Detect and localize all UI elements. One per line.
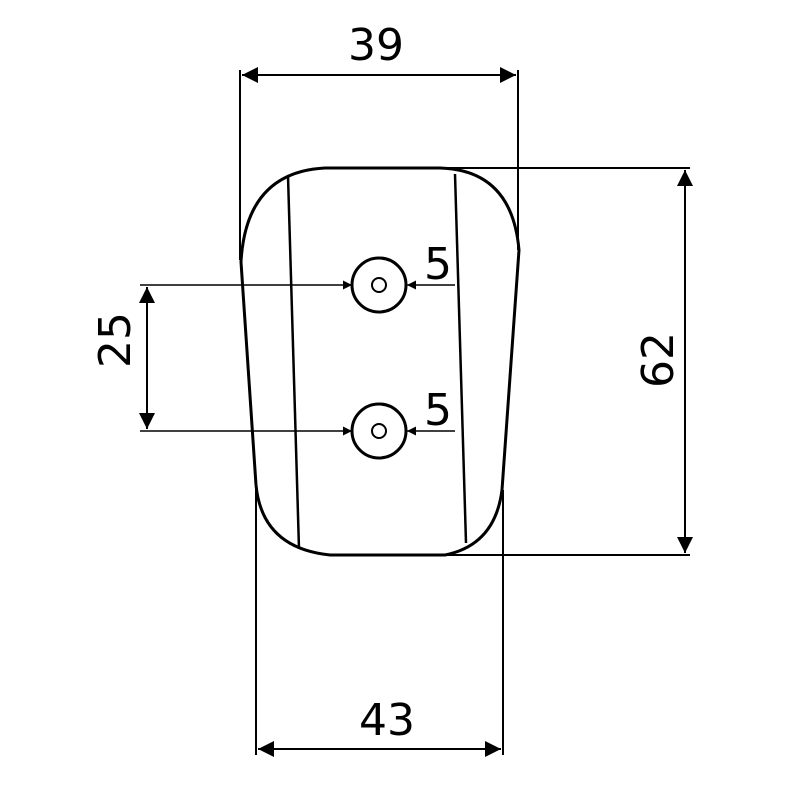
dimension-hole-lower: 5 (407, 385, 455, 436)
part-outline (239, 166, 521, 557)
dimension-label-hole-spacing: 25 (90, 312, 141, 368)
mounting-hole-lower (350, 402, 408, 460)
dimension-label-bottom-width: 43 (359, 695, 415, 746)
dimension-label-overall-height: 62 (633, 332, 684, 388)
dimension-label-hole-upper: 5 (424, 239, 452, 290)
dimension-hole-upper: 5 (407, 239, 455, 290)
dimension-top-width: 39 (239, 20, 519, 260)
dimension-overall-height: 62 (445, 167, 693, 556)
groove-line-right (453, 173, 468, 544)
dimension-label-hole-lower: 5 (424, 385, 452, 436)
mounting-hole-upper (350, 256, 408, 314)
dimension-bottom-width: 43 (255, 485, 504, 757)
dimension-hole-spacing: 25 (90, 280, 352, 436)
dimension-label-top-width: 39 (348, 20, 404, 71)
groove-line-left (286, 175, 301, 550)
